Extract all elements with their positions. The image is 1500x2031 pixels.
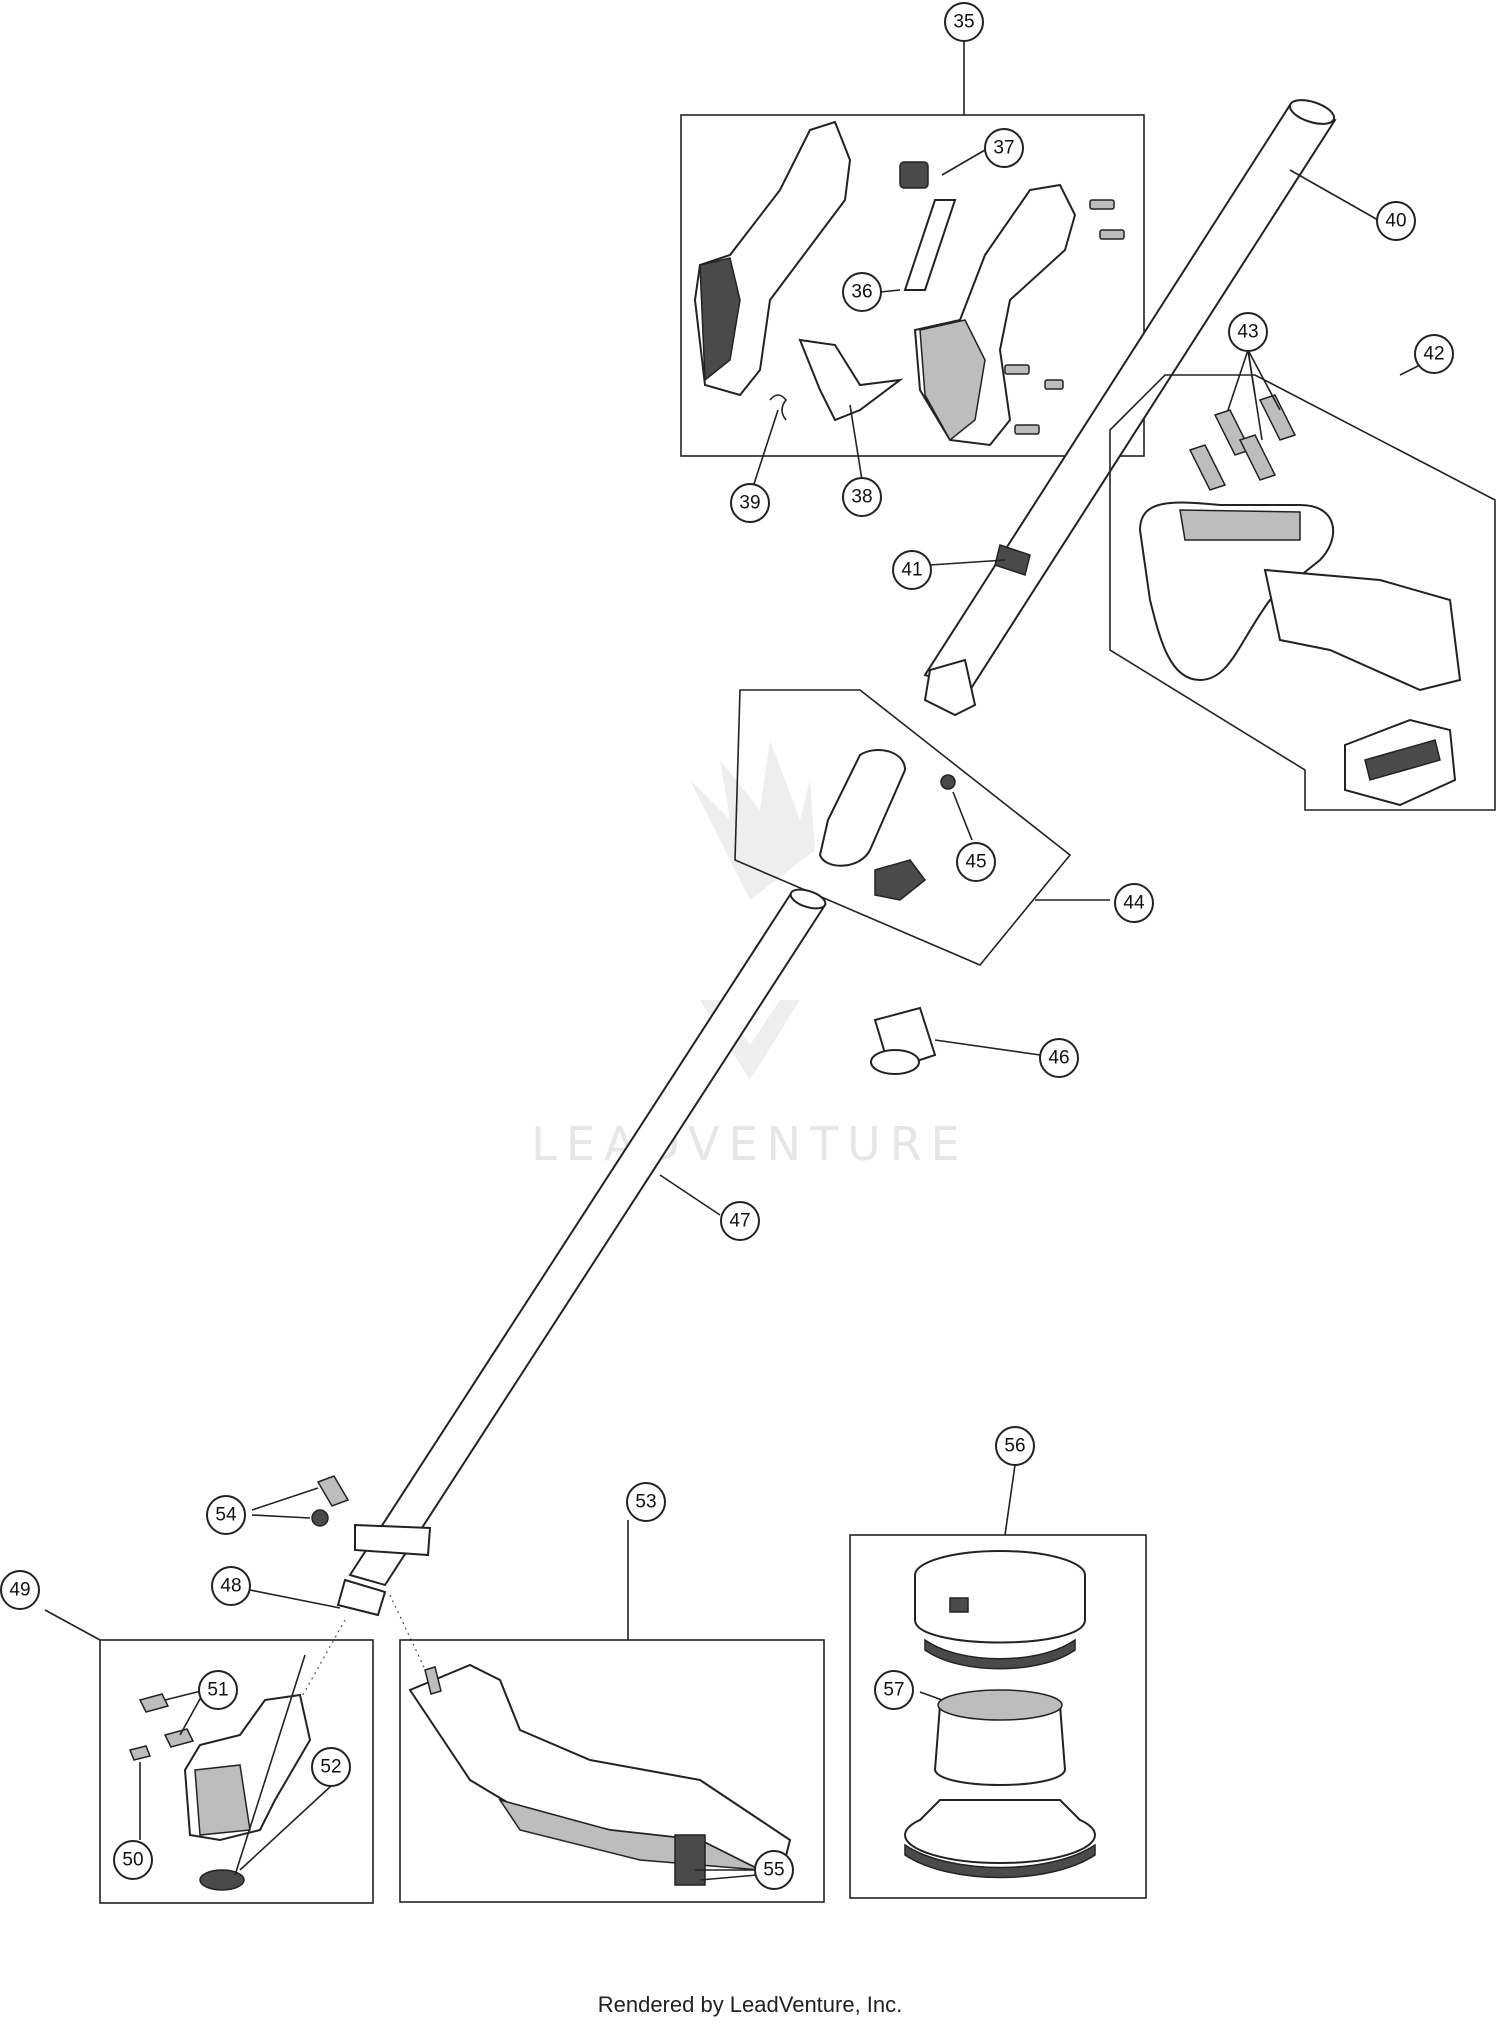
coupler-body: [818, 749, 907, 867]
svg-text:38: 38: [851, 487, 872, 508]
callout-57: 57: [874, 1670, 914, 1710]
svg-text:54: 54: [215, 1505, 237, 1526]
group-box-49: [99, 1639, 374, 1904]
callout-55: 55: [754, 1850, 794, 1890]
flange-nut: [199, 1869, 245, 1891]
group-guard: [399, 1520, 825, 1903]
svg-text:48: 48: [220, 1576, 241, 1597]
group-coupler: [734, 689, 1110, 966]
svg-text:47: 47: [729, 1211, 750, 1232]
handle-grip-ribs: [1179, 509, 1301, 541]
handle-screws: [1004, 199, 1125, 435]
handle-bolts: [1188, 394, 1297, 491]
callout-35: 35: [944, 2, 984, 42]
group-box-56: [849, 1534, 1147, 1899]
watermark-flame-logo: [690, 740, 815, 900]
group-trimmer-head: [849, 1464, 1147, 1899]
svg-text:57: 57: [883, 1680, 904, 1701]
coupler-nut: [940, 774, 956, 790]
svg-text:45: 45: [965, 852, 986, 873]
group-box-53: [399, 1639, 825, 1903]
svg-text:44: 44: [1123, 893, 1145, 914]
spring: [769, 394, 788, 421]
svg-text:53: 53: [635, 1492, 656, 1513]
coupler-knob: [874, 859, 927, 901]
shaft-cap-part: [870, 1006, 1041, 1075]
svg-text:50: 50: [122, 1850, 143, 1871]
callout-45: 45: [956, 842, 996, 882]
callout-42: 42: [1414, 334, 1454, 374]
assist-handle-loop: [1138, 501, 1334, 682]
svg-text:39: 39: [739, 493, 760, 514]
washer: [311, 1509, 329, 1527]
guard-stud: [424, 1666, 442, 1695]
guard-bracket: [674, 1834, 706, 1886]
shaft-clamp: [354, 1523, 432, 1557]
callout-51: 51: [198, 1670, 238, 1710]
lower-shaft: [249, 888, 827, 1701]
gear-head-bolt: [138, 1693, 170, 1713]
svg-text:52: 52: [320, 1757, 341, 1778]
callout-52: 52: [311, 1747, 351, 1787]
svg-text:40: 40: [1385, 211, 1406, 232]
watermark-text: LEADVENTURE: [531, 1117, 969, 1171]
callout-49: 49: [0, 1570, 40, 1610]
callout-48: 48: [211, 1566, 251, 1606]
group-box-44: [734, 689, 1072, 966]
callout-46: 46: [1039, 1038, 1079, 1078]
callout-41: 41: [892, 550, 932, 590]
svg-text:51: 51: [207, 1680, 228, 1701]
callout-37: 37: [984, 128, 1024, 168]
callout-56: 56: [995, 1426, 1035, 1466]
callout-50: 50: [113, 1840, 153, 1880]
svg-text:43: 43: [1237, 322, 1258, 343]
group-handle-assembly: [680, 40, 1145, 491]
lower-shaft-tube: [348, 893, 827, 1587]
callout-38: 38: [842, 477, 882, 517]
shaft-clamp-ring: [994, 544, 1031, 576]
svg-text:56: 56: [1004, 1436, 1025, 1457]
svg-text:46: 46: [1048, 1048, 1069, 1069]
wing-bolt: [316, 1475, 350, 1507]
upper-shaft: [923, 99, 1379, 717]
group-gear-head: [44, 1609, 374, 1904]
group-box-35: [680, 114, 1145, 457]
spool: [933, 1704, 1067, 1786]
svg-text:37: 37: [993, 138, 1014, 159]
svg-text:35: 35: [953, 12, 974, 33]
footer-credit: Rendered by LeadVenture, Inc.: [598, 1992, 903, 2017]
callouts: 35 37 36 38 39 40 41 42 43 45 44 46 47 5…: [0, 2, 1454, 1890]
callout-43: 43: [1228, 312, 1268, 352]
trigger: [798, 338, 904, 422]
callout-36: 36: [842, 272, 882, 312]
callout-47: 47: [720, 1201, 760, 1241]
callout-54: 54: [206, 1495, 246, 1535]
svg-text:42: 42: [1423, 344, 1444, 365]
switch: [899, 161, 929, 189]
svg-text:49: 49: [9, 1580, 30, 1601]
callout-39: 39: [730, 483, 770, 523]
svg-text:36: 36: [851, 282, 872, 303]
callout-40: 40: [1376, 201, 1416, 241]
group-box-42: [1109, 374, 1496, 811]
callout-44: 44: [1114, 883, 1154, 923]
switch-rod: [903, 199, 957, 291]
svg-text:55: 55: [763, 1860, 784, 1881]
group-assist-handle: [1109, 349, 1496, 811]
svg-text:41: 41: [901, 560, 922, 581]
callout-53: 53: [626, 1482, 666, 1522]
